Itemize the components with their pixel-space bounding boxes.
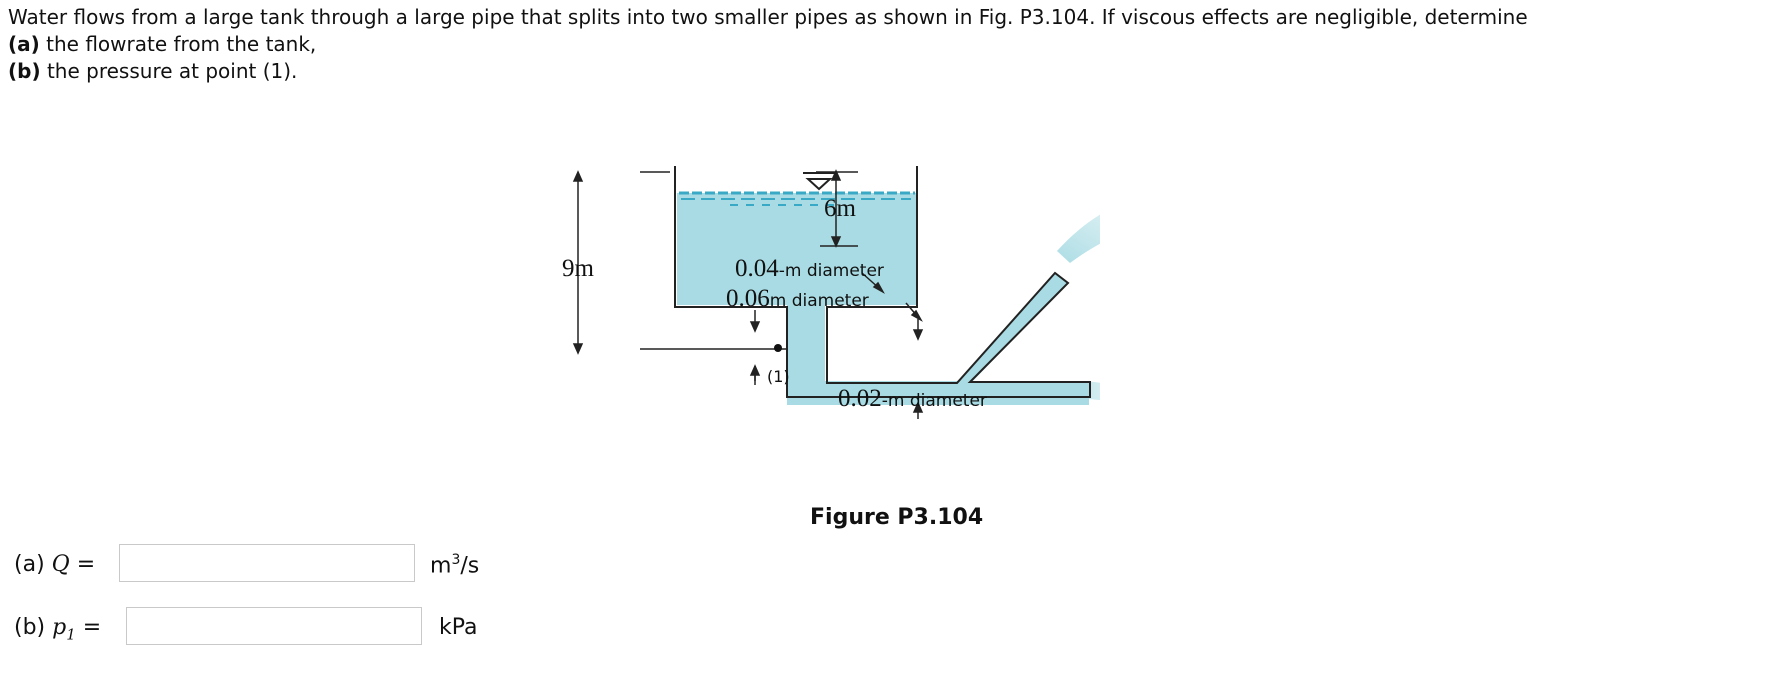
tank-pipe-diagram: [572, 166, 1100, 419]
unit-per-second: /s: [460, 553, 480, 579]
label-004-diameter: 0.04-m diameter: [735, 255, 884, 283]
figure-caption: Figure P3.104: [810, 505, 984, 530]
answer-b-prefix: (b): [14, 615, 46, 640]
upper-jet: [1057, 214, 1100, 263]
tank-pipe-outline: [674, 166, 1091, 398]
dimension-9m: [572, 170, 787, 355]
leader-002: [912, 319, 924, 419]
label-point-1: (1): [767, 367, 790, 386]
problem-text: Water flows from a large tank through a …: [8, 5, 1528, 29]
answer-b-subscript: 1: [66, 625, 76, 644]
point-1-marker: [774, 344, 782, 352]
d-006-number: 0.06: [726, 285, 770, 312]
d-004-text: -m diameter: [778, 261, 884, 281]
answer-b-variable: p1: [52, 615, 76, 644]
part-b-text: the pressure at point (1).: [46, 59, 298, 83]
part-b: (b) the pressure at point (1).: [8, 58, 1758, 85]
problem-statement: Water flows from a large tank through a …: [8, 4, 1758, 85]
part-a: (a) the flowrate from the tank,: [8, 31, 1758, 58]
part-b-tag: (b): [8, 59, 41, 83]
dim-6m-label: 6m: [824, 195, 856, 222]
leader-004: [861, 272, 885, 294]
unit-exponent: 3: [451, 552, 461, 568]
label-002-diameter: 0.02-m diameter: [838, 385, 987, 413]
flowrate-input[interactable]: [119, 544, 415, 582]
label-006-diameter: 0.06m diameter: [726, 285, 869, 313]
dim-9m-label: 9m: [562, 255, 594, 282]
answer-b-equals: =: [82, 615, 102, 640]
answer-a-equals: =: [76, 552, 96, 577]
d-002-number: 0.02: [838, 385, 882, 412]
pressure-input[interactable]: [126, 607, 422, 645]
part-a-text: the flowrate from the tank,: [46, 32, 317, 56]
water-surface: [679, 191, 915, 206]
answer-a-prefix: (a): [14, 552, 45, 577]
d-002-text: -m diameter: [881, 391, 987, 411]
free-surface-icon: [803, 172, 835, 191]
unit-m: m: [430, 553, 452, 579]
d-004-number: 0.04: [735, 255, 779, 282]
part-a-tag: (a): [8, 32, 40, 56]
answer-b-label: (b) p1 =: [14, 615, 101, 643]
d-006-text: m diameter: [769, 291, 869, 311]
answer-b-var-letter: p: [52, 615, 67, 640]
answer-a-variable: Q: [51, 552, 70, 577]
dimension-6m: [816, 169, 858, 248]
answer-b-unit: kPa: [439, 615, 478, 640]
figure-p3-104: 9m 6m 0.04-m diameter 0.06m diameter (1)…: [560, 145, 1100, 475]
answer-a-unit: m3/s: [430, 552, 479, 578]
answer-a-label: (a) Q =: [14, 552, 95, 577]
